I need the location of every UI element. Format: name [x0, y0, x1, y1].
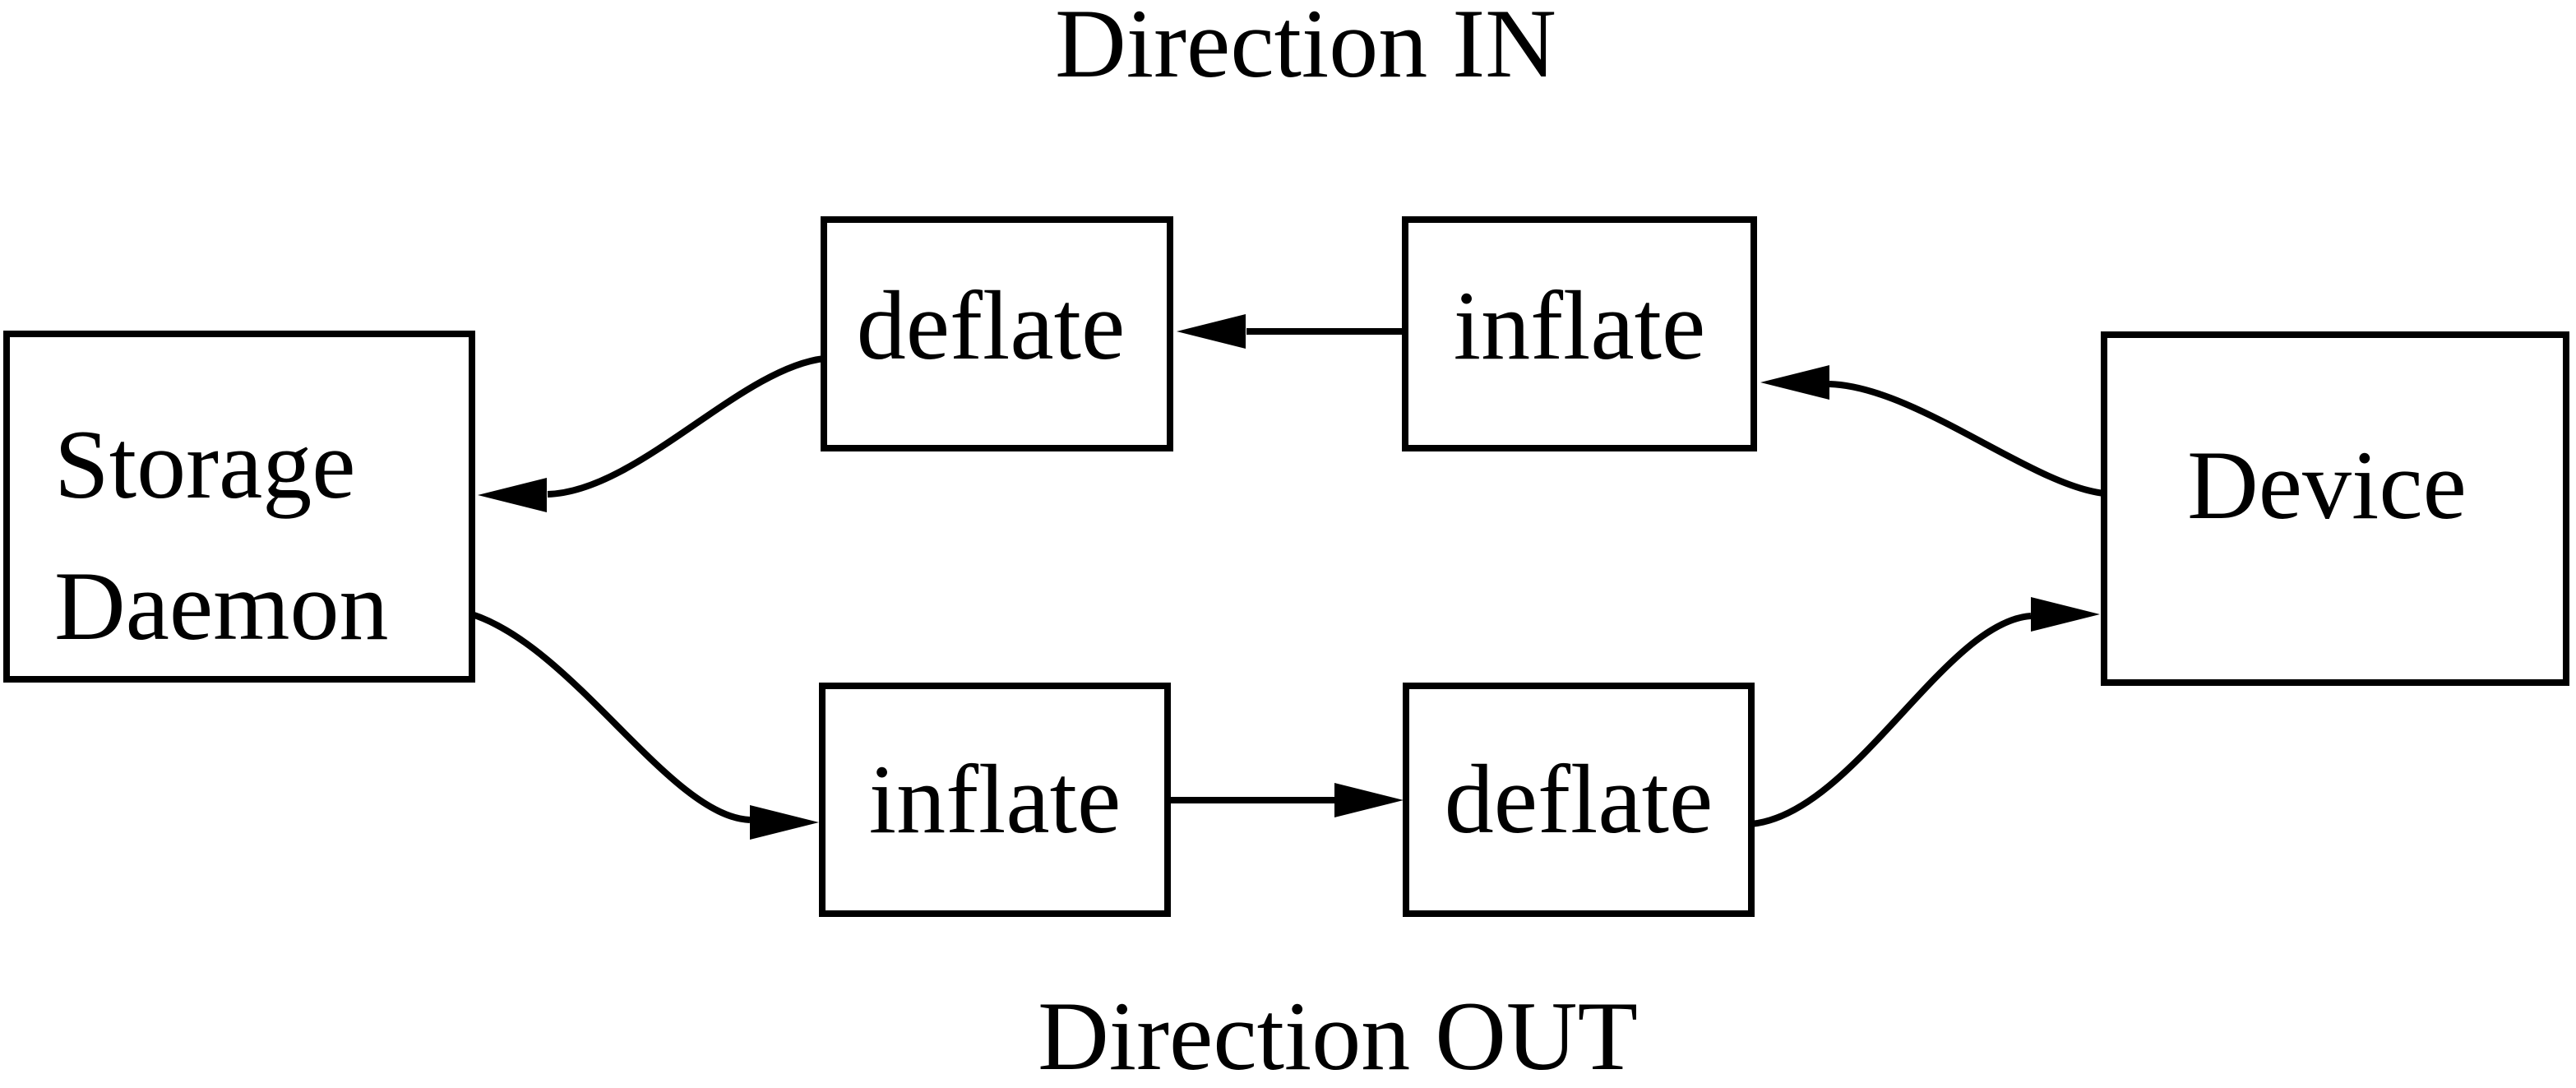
arrowhead-into-inflate-in: [1760, 365, 1829, 400]
edge-device-to-inflate-in: [1760, 365, 2105, 497]
device-box: [2101, 331, 2569, 686]
edge-deflate-out-to-device: [1750, 597, 2100, 827]
edge-inflate-out-to-deflate-out: [1168, 783, 1404, 817]
edge-deflate-in-to-storage-daemon: [478, 355, 825, 512]
edge-device-to-inflate-in-curve: [1829, 381, 2105, 497]
storage-daemon-label-line1: Storage: [54, 410, 356, 519]
deflate-in-box: [821, 216, 1173, 451]
arrowhead-into-device: [2031, 597, 2100, 632]
inflate-in-box: [1402, 216, 1757, 451]
title-direction-out: Direction OUT: [1038, 981, 1638, 1088]
edge-deflate-out-to-device-curve: [1750, 613, 2032, 827]
arrowhead-into-deflate-in: [1177, 314, 1246, 349]
arrowhead-into-deflate-out: [1334, 783, 1404, 817]
inflate-in-label: inflate: [1454, 271, 1706, 380]
edge-inflate-in-to-deflate-in: [1177, 314, 1405, 349]
edge-deflate-in-to-storage-curve: [547, 355, 825, 498]
deflate-in-label: deflate: [857, 271, 1125, 380]
edge-storage-to-inflate-out-curve: [470, 611, 751, 823]
deflate-out-label: deflate: [1445, 744, 1713, 854]
device-label: Device: [2187, 430, 2467, 539]
deflate-out-box: [1403, 683, 1755, 917]
arrowhead-into-inflate-out: [750, 805, 819, 840]
arrowhead-into-storage-daemon: [478, 478, 547, 512]
inflate-out-label: inflate: [869, 744, 1122, 854]
edge-storage-daemon-to-inflate-out: [470, 611, 819, 840]
storage-daemon-box: [3, 331, 475, 683]
title-direction-in: Direction IN: [1055, 0, 1556, 98]
storage-daemon-label-line2: Daemon: [54, 551, 389, 660]
